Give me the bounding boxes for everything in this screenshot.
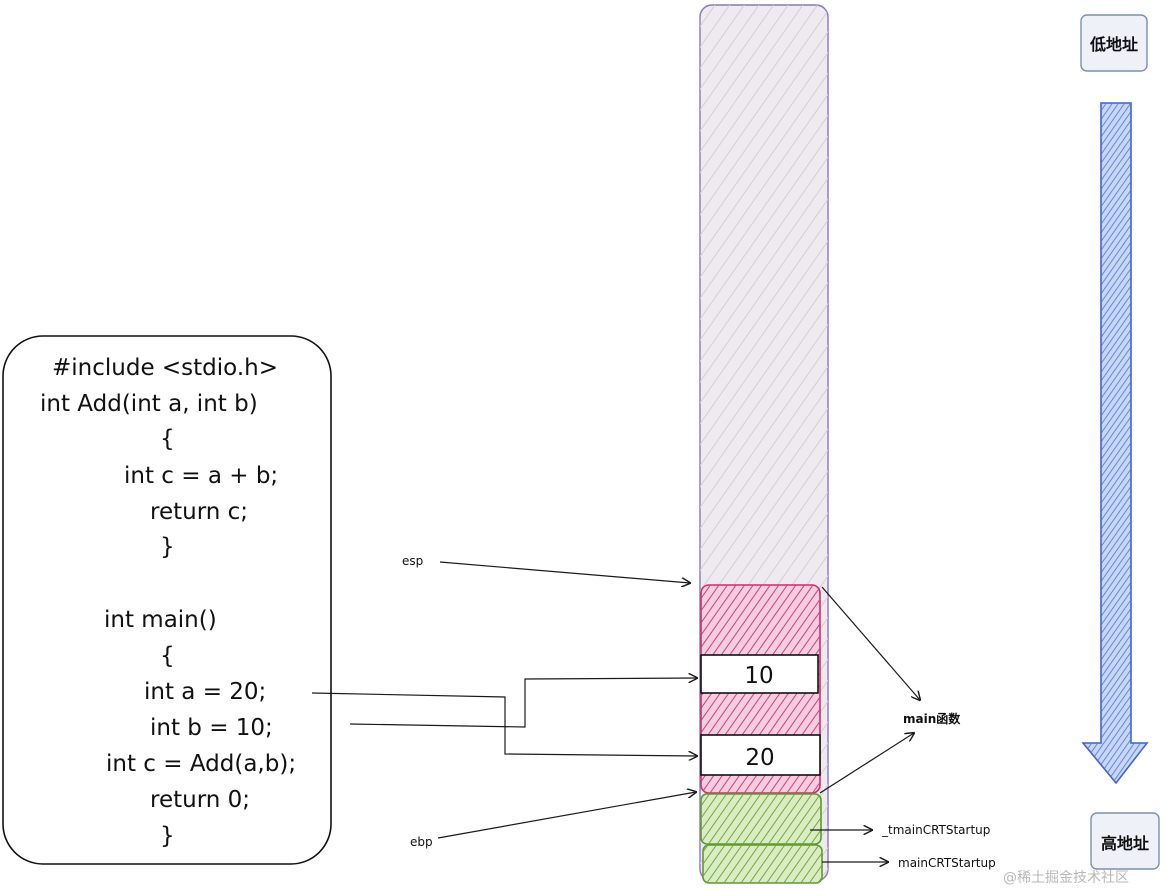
address-direction-arrow-icon: [1081, 102, 1149, 785]
code-line-main-c: int c = Add(a,b);: [106, 751, 296, 777]
watermark-text: @稀土掘金技术社区: [1003, 870, 1129, 886]
code-line-main-a: int a = 20;: [144, 679, 266, 705]
stack-cell-b: 10: [700, 654, 819, 694]
low-address-box: 低地址: [1080, 14, 1148, 72]
main-function-label: main函数: [903, 711, 961, 726]
var-a-arrow: [311, 692, 697, 756]
high-address-label: 高地址: [1101, 834, 1149, 853]
main-frame-bottom-arrow: [819, 733, 914, 794]
ebp-label: ebp: [410, 835, 433, 849]
main-frame-top-arrow: [821, 586, 920, 700]
high-address-box: 高地址: [1090, 812, 1160, 870]
stack-cell-a-value: 20: [745, 745, 774, 771]
tmain-startup-label: _tmainCRTStartup: [881, 823, 990, 837]
tmain-crt-startup-frame: [700, 793, 822, 845]
code-line-main-return: return 0;: [150, 787, 250, 813]
stack-cell-b-value: 10: [744, 663, 773, 689]
code-line-add-open-brace: {: [160, 426, 175, 452]
code-line-include: #include <stdio.h>: [52, 355, 278, 381]
esp-arrow: [439, 561, 690, 583]
low-address-label: 低地址: [1089, 35, 1138, 54]
main-crt-startup-frame: [702, 844, 823, 884]
code-line-main-signature: int main(): [104, 607, 217, 633]
var-b-arrow: [349, 678, 697, 728]
code-line-main-open-brace: {: [160, 643, 175, 669]
main-startup-label: mainCRTStartup: [898, 856, 996, 870]
esp-label: esp: [402, 554, 423, 568]
code-box: #include <stdio.h> int Add(int a, int b)…: [2, 335, 332, 865]
code-line-main-b: int b = 10;: [150, 715, 273, 741]
ebp-arrow: [437, 792, 696, 839]
code-line-add-close-brace: }: [160, 534, 175, 560]
code-line-add-sum: int c = a + b;: [124, 463, 278, 489]
code-line-add-return: return c;: [150, 499, 248, 525]
stack-cell-a: 20: [700, 734, 821, 776]
code-line-main-close-brace: }: [160, 823, 175, 849]
code-line-add-signature: int Add(int a, int b): [40, 391, 258, 417]
